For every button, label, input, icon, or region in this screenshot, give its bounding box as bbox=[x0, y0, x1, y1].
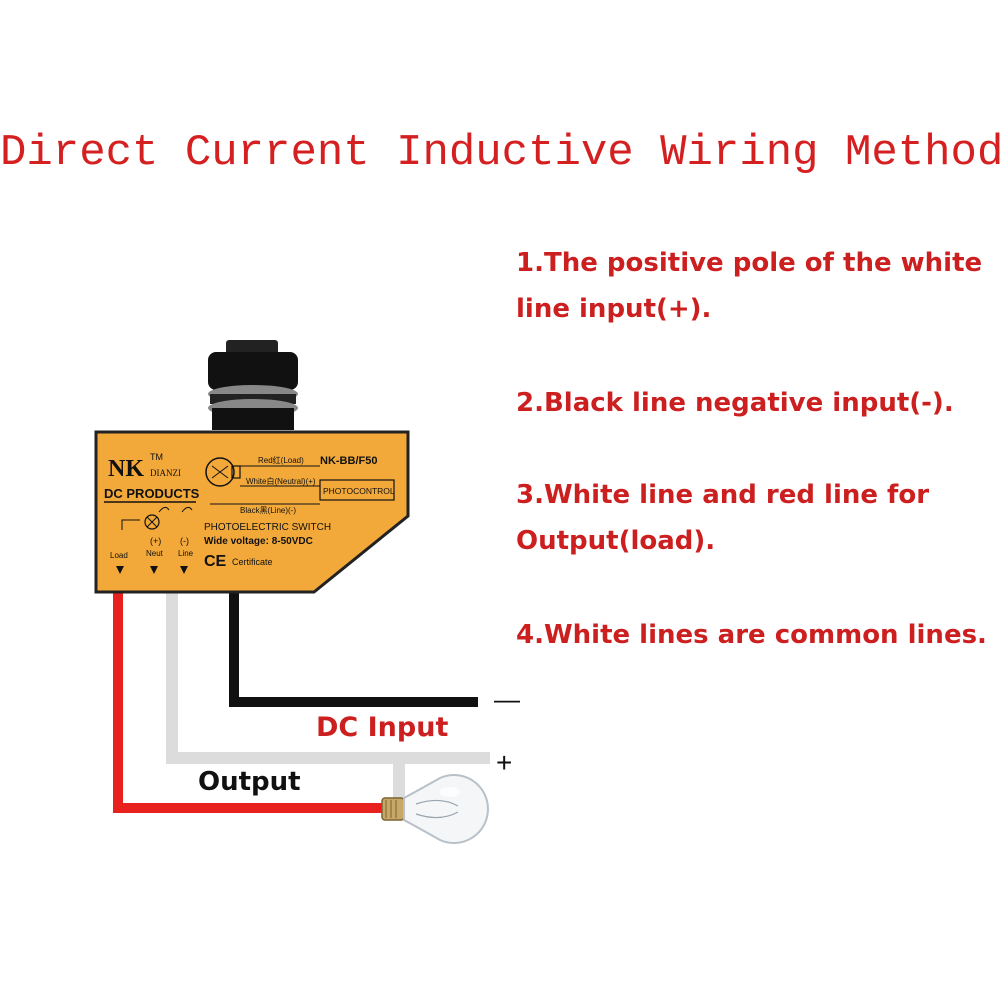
wire-black bbox=[229, 590, 478, 707]
brand-subtitle: DIANZI bbox=[150, 468, 181, 478]
terminal-load: Load bbox=[110, 551, 128, 560]
terminal-neut: Neut bbox=[146, 549, 164, 558]
certificate-label: Certificate bbox=[232, 557, 273, 567]
wire-label-red: Red红(Load) bbox=[258, 455, 304, 465]
note-1: 1.The positive pole of the white line in… bbox=[516, 248, 983, 324]
ce-mark: CE bbox=[204, 553, 227, 570]
photocontrol-box bbox=[319, 479, 395, 501]
diagram-title: Direct Current Inductive Wiring Method bbox=[0, 128, 1000, 178]
photocontrol-label: PHOTOCONTROL bbox=[323, 486, 395, 496]
negative-terminal-sign: — bbox=[494, 684, 520, 714]
product-name: PHOTOELECTRIC SWITCH bbox=[204, 522, 331, 533]
neutral-leaf-icon bbox=[158, 506, 170, 513]
arrow-down-icon bbox=[150, 566, 158, 574]
note-4: 4.White lines are common lines. bbox=[516, 620, 987, 650]
wire-label-black: Black黑(Line)(-) bbox=[240, 506, 296, 515]
wire-red bbox=[113, 590, 384, 813]
brand-tm: TM bbox=[150, 452, 163, 462]
terminal-minus: (-) bbox=[180, 536, 189, 546]
bulb-schematic-icon bbox=[205, 457, 241, 487]
terminal-line: Line bbox=[178, 549, 194, 558]
product-line: DC PRODUCTS bbox=[104, 486, 200, 501]
voltage-spec: Wide voltage: 8-50VDC bbox=[204, 536, 313, 547]
note-2: 2.Black line negative input(-). bbox=[516, 388, 954, 418]
load-icon bbox=[144, 514, 160, 530]
note-3: 3.White line and red line for Output(loa… bbox=[516, 480, 930, 556]
wire-white bbox=[166, 590, 490, 764]
brand-logo: NK bbox=[108, 456, 144, 482]
arrow-down-icon bbox=[180, 566, 188, 574]
arrow-down-icon bbox=[116, 566, 124, 574]
photocontrol-device: NK TM DIANZI DC PRODUCTS Red红(Load) NK-B… bbox=[94, 430, 410, 594]
dc-input-label: DC Input bbox=[316, 712, 448, 743]
light-bulb-icon bbox=[381, 774, 489, 844]
positive-terminal-sign: + bbox=[496, 747, 512, 778]
sensor-cap bbox=[208, 340, 298, 430]
output-label: Output bbox=[198, 767, 301, 797]
model-number: NK-BB/F50 bbox=[320, 455, 377, 467]
terminal-plus: (+) bbox=[150, 536, 161, 546]
line-leaf-icon bbox=[181, 506, 193, 513]
terminal-block: (+) (-) Load Neut Line bbox=[110, 506, 194, 574]
wire-label-white: White白(Neutral)(+) bbox=[246, 476, 316, 486]
